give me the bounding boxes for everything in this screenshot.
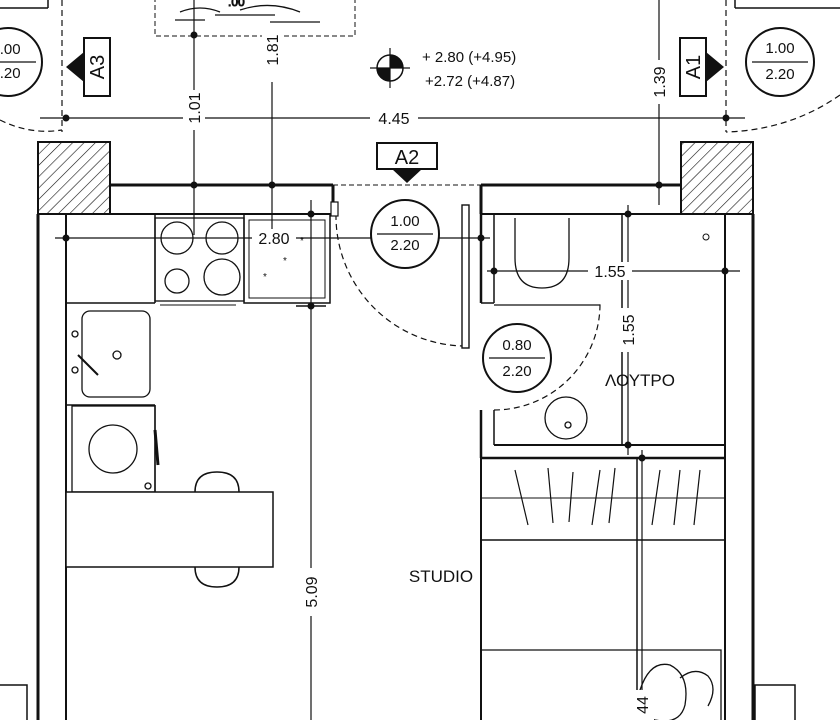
door-right-width: 1.00 bbox=[765, 40, 794, 57]
dim-bottom-partial: 44 bbox=[635, 696, 652, 714]
partial-top-label: .00 bbox=[228, 0, 245, 9]
section-marker-a3: A3 bbox=[66, 37, 111, 97]
balcony-furniture-sketch: .00 bbox=[154, 0, 356, 37]
svg-text:*: * bbox=[283, 256, 287, 267]
door-tag-entry: 1.00 2.20 bbox=[370, 199, 440, 269]
bathroom-walls bbox=[479, 214, 725, 460]
balcony-outlines bbox=[0, 0, 840, 133]
wardrobe bbox=[480, 458, 725, 720]
door-tag-bath: 0.80 2.20 bbox=[482, 323, 552, 393]
dim-left-2: 1.81 bbox=[265, 34, 282, 65]
door-right-height: 2.20 bbox=[765, 66, 794, 83]
door-entry-height: 2.20 bbox=[390, 237, 419, 254]
entry-door bbox=[330, 184, 481, 349]
dimension-nodes bbox=[62, 31, 730, 462]
level-marker-icon bbox=[370, 48, 410, 88]
dim-kitchen-height: 2.80 bbox=[258, 231, 289, 248]
sink bbox=[71, 310, 151, 398]
door-tag-left: 1.00 2.20 bbox=[0, 27, 43, 97]
section-label-a1: A1 bbox=[683, 55, 705, 79]
door-entry-width: 1.00 bbox=[390, 213, 419, 230]
column-left bbox=[37, 141, 111, 215]
door-left-width: 1.00 bbox=[0, 41, 21, 58]
section-marker-a2: A2 bbox=[376, 142, 438, 183]
level-lower: +2.72 (+4.87) bbox=[425, 73, 515, 90]
dining-table bbox=[65, 471, 274, 588]
door-bath-width: 0.80 bbox=[502, 337, 531, 354]
toilet bbox=[514, 218, 570, 289]
door-left-height: 2.20 bbox=[0, 65, 21, 82]
dim-studio-depth: 5.09 bbox=[304, 576, 321, 607]
column-right bbox=[680, 141, 754, 215]
section-marker-a1: A1 bbox=[679, 37, 724, 97]
dimension-lines bbox=[40, 0, 745, 720]
dim-top-width: 4.45 bbox=[378, 111, 409, 128]
shower-drain bbox=[544, 396, 588, 440]
room-label-studio: STUDIO bbox=[409, 567, 473, 586]
dim-bath-depth: 1.55 bbox=[621, 314, 638, 345]
washing-machine bbox=[71, 405, 160, 493]
section-label-a2: A2 bbox=[395, 147, 419, 169]
svg-text:*: * bbox=[263, 272, 267, 283]
svg-text:*: * bbox=[300, 236, 304, 247]
stove bbox=[160, 221, 241, 296]
door-tag-right: 1.00 2.20 bbox=[745, 27, 815, 97]
dim-right-1: 1.39 bbox=[652, 66, 669, 97]
fridge-marks: * * * bbox=[263, 236, 304, 283]
section-label-a3: A3 bbox=[87, 55, 109, 79]
door-bath-height: 2.20 bbox=[502, 363, 531, 380]
kitchen-counter bbox=[66, 213, 331, 492]
bed bbox=[481, 649, 722, 720]
dim-bath-width: 1.55 bbox=[594, 264, 625, 281]
level-upper: + 2.80 (+4.95) bbox=[422, 49, 516, 66]
room-label-bathroom: ΛΟΥΤΡΟ bbox=[605, 371, 675, 390]
dim-left-1: 1.01 bbox=[187, 92, 204, 123]
